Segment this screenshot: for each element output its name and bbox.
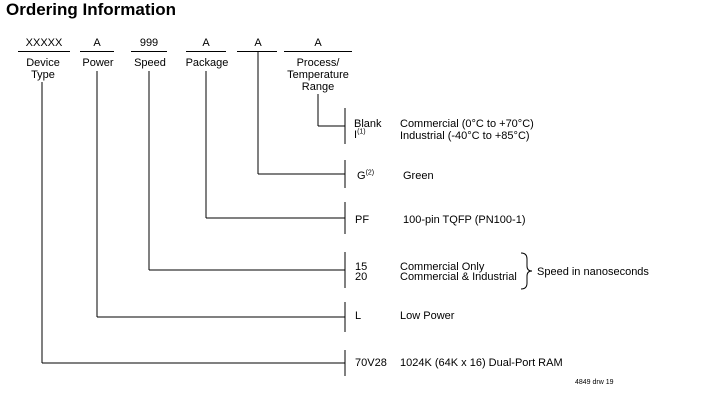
field-underline-power [80, 51, 114, 52]
option-desc-commercial-temp: Commercial (0°C to +70°C) [400, 118, 534, 130]
option-code-speed-15: 15 [355, 261, 368, 273]
field-underline-speed [131, 51, 167, 52]
field-code-power: A [93, 37, 101, 49]
option-code-green: G(2) [357, 169, 375, 182]
option-code-package: PF [355, 214, 370, 226]
option-code-device: 70V28 [355, 357, 387, 369]
option-code-speed-20: 20 [355, 271, 368, 283]
field-label-process: Process/ Temperature Range [287, 57, 349, 93]
field-code-speed: 999 [139, 37, 159, 49]
option-desc-industrial-temp: Industrial (-40°C to +85°C) [400, 130, 530, 142]
page-title: Ordering Information [6, 0, 176, 19]
option-desc-speed-industrial: Commercial & Industrial [400, 271, 517, 283]
option-desc-device: 1024K (64K x 16) Dual-Port RAM [400, 357, 563, 369]
option-desc-speed-commercial: Commercial Only [400, 261, 485, 273]
field-label-package: Package [185, 57, 229, 69]
field-code-package: A [202, 37, 210, 49]
field-code-process: A [314, 37, 322, 49]
option-code-blank: Blank [354, 118, 382, 130]
figure-id: 4849 drw 19 [575, 379, 614, 386]
field-label-speed: Speed [134, 57, 166, 69]
speed-brace [520, 252, 533, 290]
field-code-green: A [254, 37, 262, 49]
option-desc-green: Green [403, 170, 434, 182]
field-underline-device-type [18, 51, 70, 52]
field-underline-green [237, 51, 277, 52]
field-label-power: Power [82, 57, 114, 69]
field-code-device-type: XXXXX [25, 37, 63, 49]
option-desc-package: 100-pin TQFP (PN100-1) [403, 214, 526, 226]
speed-note: Speed in nanoseconds [537, 266, 649, 278]
option-code-industrial: I(1) [354, 128, 366, 141]
field-underline-process [284, 51, 352, 52]
option-code-power: L [355, 310, 362, 322]
option-desc-power: Low Power [400, 310, 455, 322]
field-underline-package [186, 51, 226, 52]
field-label-device-type: Device Type [26, 57, 60, 81]
